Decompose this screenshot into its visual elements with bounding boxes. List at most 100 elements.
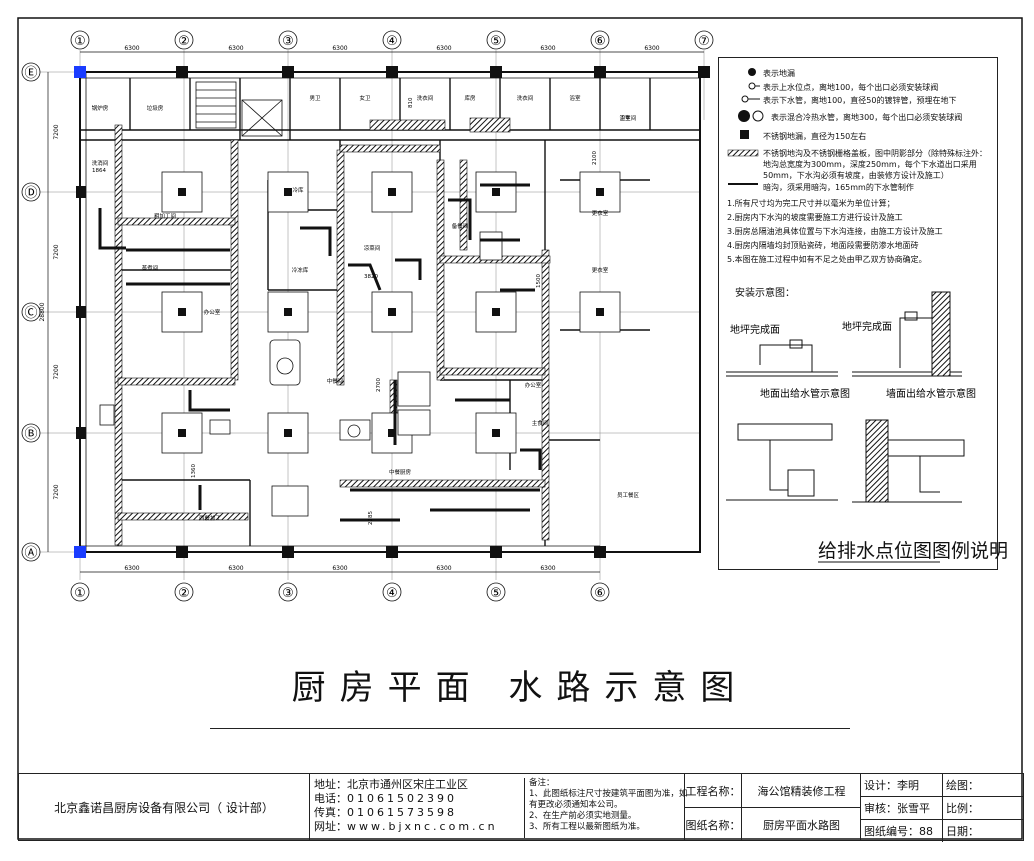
axis-top-2: ② — [178, 34, 190, 49]
install-label: 地坪完成面 — [730, 323, 780, 336]
room-label: 办公室 — [204, 308, 221, 316]
title-block: 北京鑫诺昌厨房设备有限公司（ 设计部） 地址：北京市通州区宋庄工业区 电话：01… — [18, 773, 1024, 842]
address-value: 北京市通州区宋庄工业区 — [347, 778, 468, 791]
span-top-3: 6300 — [332, 45, 347, 52]
install-sketches — [726, 291, 965, 503]
corner-columns — [74, 66, 86, 558]
room-label: 男卫 — [309, 95, 321, 102]
room-label: 冷冻库 — [292, 266, 309, 274]
axis-top-1: ① — [74, 34, 86, 49]
legend-row: 表示下水管，离地100，直径50的镀锌管，预埋在地下 — [763, 96, 957, 105]
room-label: 洗衣间 — [417, 94, 434, 102]
legend-symbols — [727, 68, 764, 185]
axis-bottom-6: ⑥ — [594, 586, 606, 601]
water-pipes — [98, 183, 542, 522]
dim-label: 1500 — [536, 274, 542, 288]
dim-label: 2285 — [368, 511, 374, 525]
check-cell: 审核：张雪平 — [861, 797, 943, 819]
columns — [76, 66, 710, 558]
axis-left-D: Ⓓ — [24, 186, 37, 201]
room-label: 更衣室 — [592, 209, 609, 217]
axis-left-B: Ⓑ — [24, 427, 37, 442]
span-dimensions: 6300 6300 6300 6300 6300 6300 6300 6300 … — [39, 45, 660, 572]
remark-item: 2、在生产前必须实地测量。 — [529, 811, 637, 821]
scale-cell: 比例： — [946, 802, 979, 815]
axis-bubbles — [21, 30, 714, 602]
span-left-1: 7200 — [53, 124, 60, 139]
sheet-border — [17, 17, 1023, 840]
room-label: 洗消间 — [92, 159, 109, 167]
room-label: 办公室 — [525, 381, 542, 389]
install-title: 安装示意图： — [735, 288, 795, 299]
axis-bottom-2: ② — [178, 586, 190, 601]
axis-bottom-3: ③ — [282, 586, 294, 601]
legend-row: 表示混合冷热水管，离地300，每个出口必须安装球阀 — [771, 113, 963, 122]
fax-value: 01061573598 — [347, 806, 457, 819]
inner-dimensions: 1864 3820 1500 2700 1360 2285 2100 810 — [92, 97, 598, 525]
dim-label: 1360 — [191, 464, 197, 478]
span-top-6: 6300 — [644, 45, 659, 52]
room-labels: 锅炉房 垃圾房 男卫 女卫 洗衣间 库房 洗衣间 浴室 浴室 洗消间 粗加工间 … — [92, 94, 640, 522]
remark-item: 3、所有工程以最新图纸为准。 — [529, 822, 645, 832]
date-cell: 日期： — [946, 825, 979, 838]
project-label: 工程名称： — [685, 774, 742, 807]
install-label: 墙面出给水管示意图 — [886, 387, 976, 400]
legend-note: 2.厨房内下水沟的坡度需要施工方进行设计及施工 — [727, 213, 903, 222]
room-label: 凉菜间 — [364, 244, 381, 252]
company-name: 北京鑫诺昌厨房设备有限公司（ 设计部） — [19, 774, 310, 840]
room-label: 粗加工间 — [154, 212, 176, 220]
web-label: 网址： — [314, 820, 347, 833]
room-label: 中餐厨房 — [389, 468, 412, 476]
span-top-4: 6300 — [436, 45, 451, 52]
install-label: 地面出给水管示意图 — [760, 387, 850, 400]
legend-note: 1.所有尺寸均为完工尺寸并以毫米为单位计算； — [727, 199, 895, 208]
span-left-total: 28800 — [39, 302, 46, 321]
axis-bottom-5: ⑤ — [490, 586, 502, 601]
legend-row: 表示地漏 — [763, 69, 795, 78]
room-label: 垃圾房 — [147, 104, 164, 112]
axis-top-6: ⑥ — [594, 34, 606, 49]
remarks: 备注： 1、此图纸标注尺寸按建筑平面图为准，如有更改必须通知本公司。 2、在生产… — [524, 778, 689, 838]
phone-value: 01061502390 — [347, 792, 457, 805]
dim-label: 810 — [408, 97, 414, 108]
legend-row: 不锈钢地沟及不锈钢栅格盖板，图中阴影部分（除特殊标注外：地沟总宽度为300mm，… — [763, 149, 987, 180]
span-left-3: 7200 — [53, 364, 60, 379]
axis-bottom-4: ④ — [386, 586, 398, 601]
install-label: 地坪完成面 — [842, 320, 892, 333]
drawing-title: 厨房平面 水路示意图 — [291, 668, 749, 708]
axis-top-3: ③ — [282, 34, 294, 49]
axis-left-E: Ⓔ — [24, 66, 37, 81]
web-value: www.bjxnc.com.cn — [347, 820, 498, 833]
floor-drain-icon — [748, 68, 756, 76]
legend-row: 表示上水位点，离地100，每个出口必须安装球阀 — [763, 83, 939, 92]
address-label: 地址： — [314, 778, 347, 791]
dim-label: 2700 — [376, 378, 382, 392]
room-label: 蒸煮间 — [142, 264, 159, 272]
span-bottom-4: 6300 — [436, 565, 451, 572]
number-cell: 图纸编号：88 — [861, 820, 943, 842]
title-underline — [210, 728, 850, 729]
dimension-lines — [47, 51, 704, 573]
dim-label: 3820 — [364, 274, 378, 280]
fax-label: 传真： — [314, 806, 347, 819]
equipment — [99, 231, 503, 517]
room-label: 库房 — [464, 94, 476, 102]
stair-core — [195, 81, 283, 137]
axis-top-7: ⑦ — [698, 34, 710, 49]
design-cell: 设计：李明 — [861, 774, 943, 796]
room-label: 员工餐区 — [617, 491, 640, 499]
span-bottom-1: 6300 — [124, 565, 139, 572]
dim-label: 2100 — [592, 151, 598, 165]
install-labels: 地坪完成面 地坪完成面 地面出给水管示意图 墙面出给水管示意图 — [730, 320, 976, 400]
axis-labels: ① ② ③ ④ ⑤ ⑥ ⑦ ① ② ③ ④ ⑤ ⑥ Ⓔ Ⓓ Ⓒ Ⓑ Ⓐ — [24, 34, 709, 601]
contact-info: 地址：北京市通州区宋庄工业区 电话：01061502390 传真：0106157… — [314, 778, 524, 834]
span-top-2: 6300 — [228, 45, 243, 52]
room-label: 冷库 — [292, 186, 304, 194]
span-left-2: 7200 — [53, 244, 60, 259]
axis-top-4: ④ — [386, 34, 398, 49]
drawing-label: 图纸名称： — [685, 808, 742, 841]
drawing-name: 厨房平面水路图 — [763, 818, 840, 832]
span-left-4: 7200 — [53, 484, 60, 499]
